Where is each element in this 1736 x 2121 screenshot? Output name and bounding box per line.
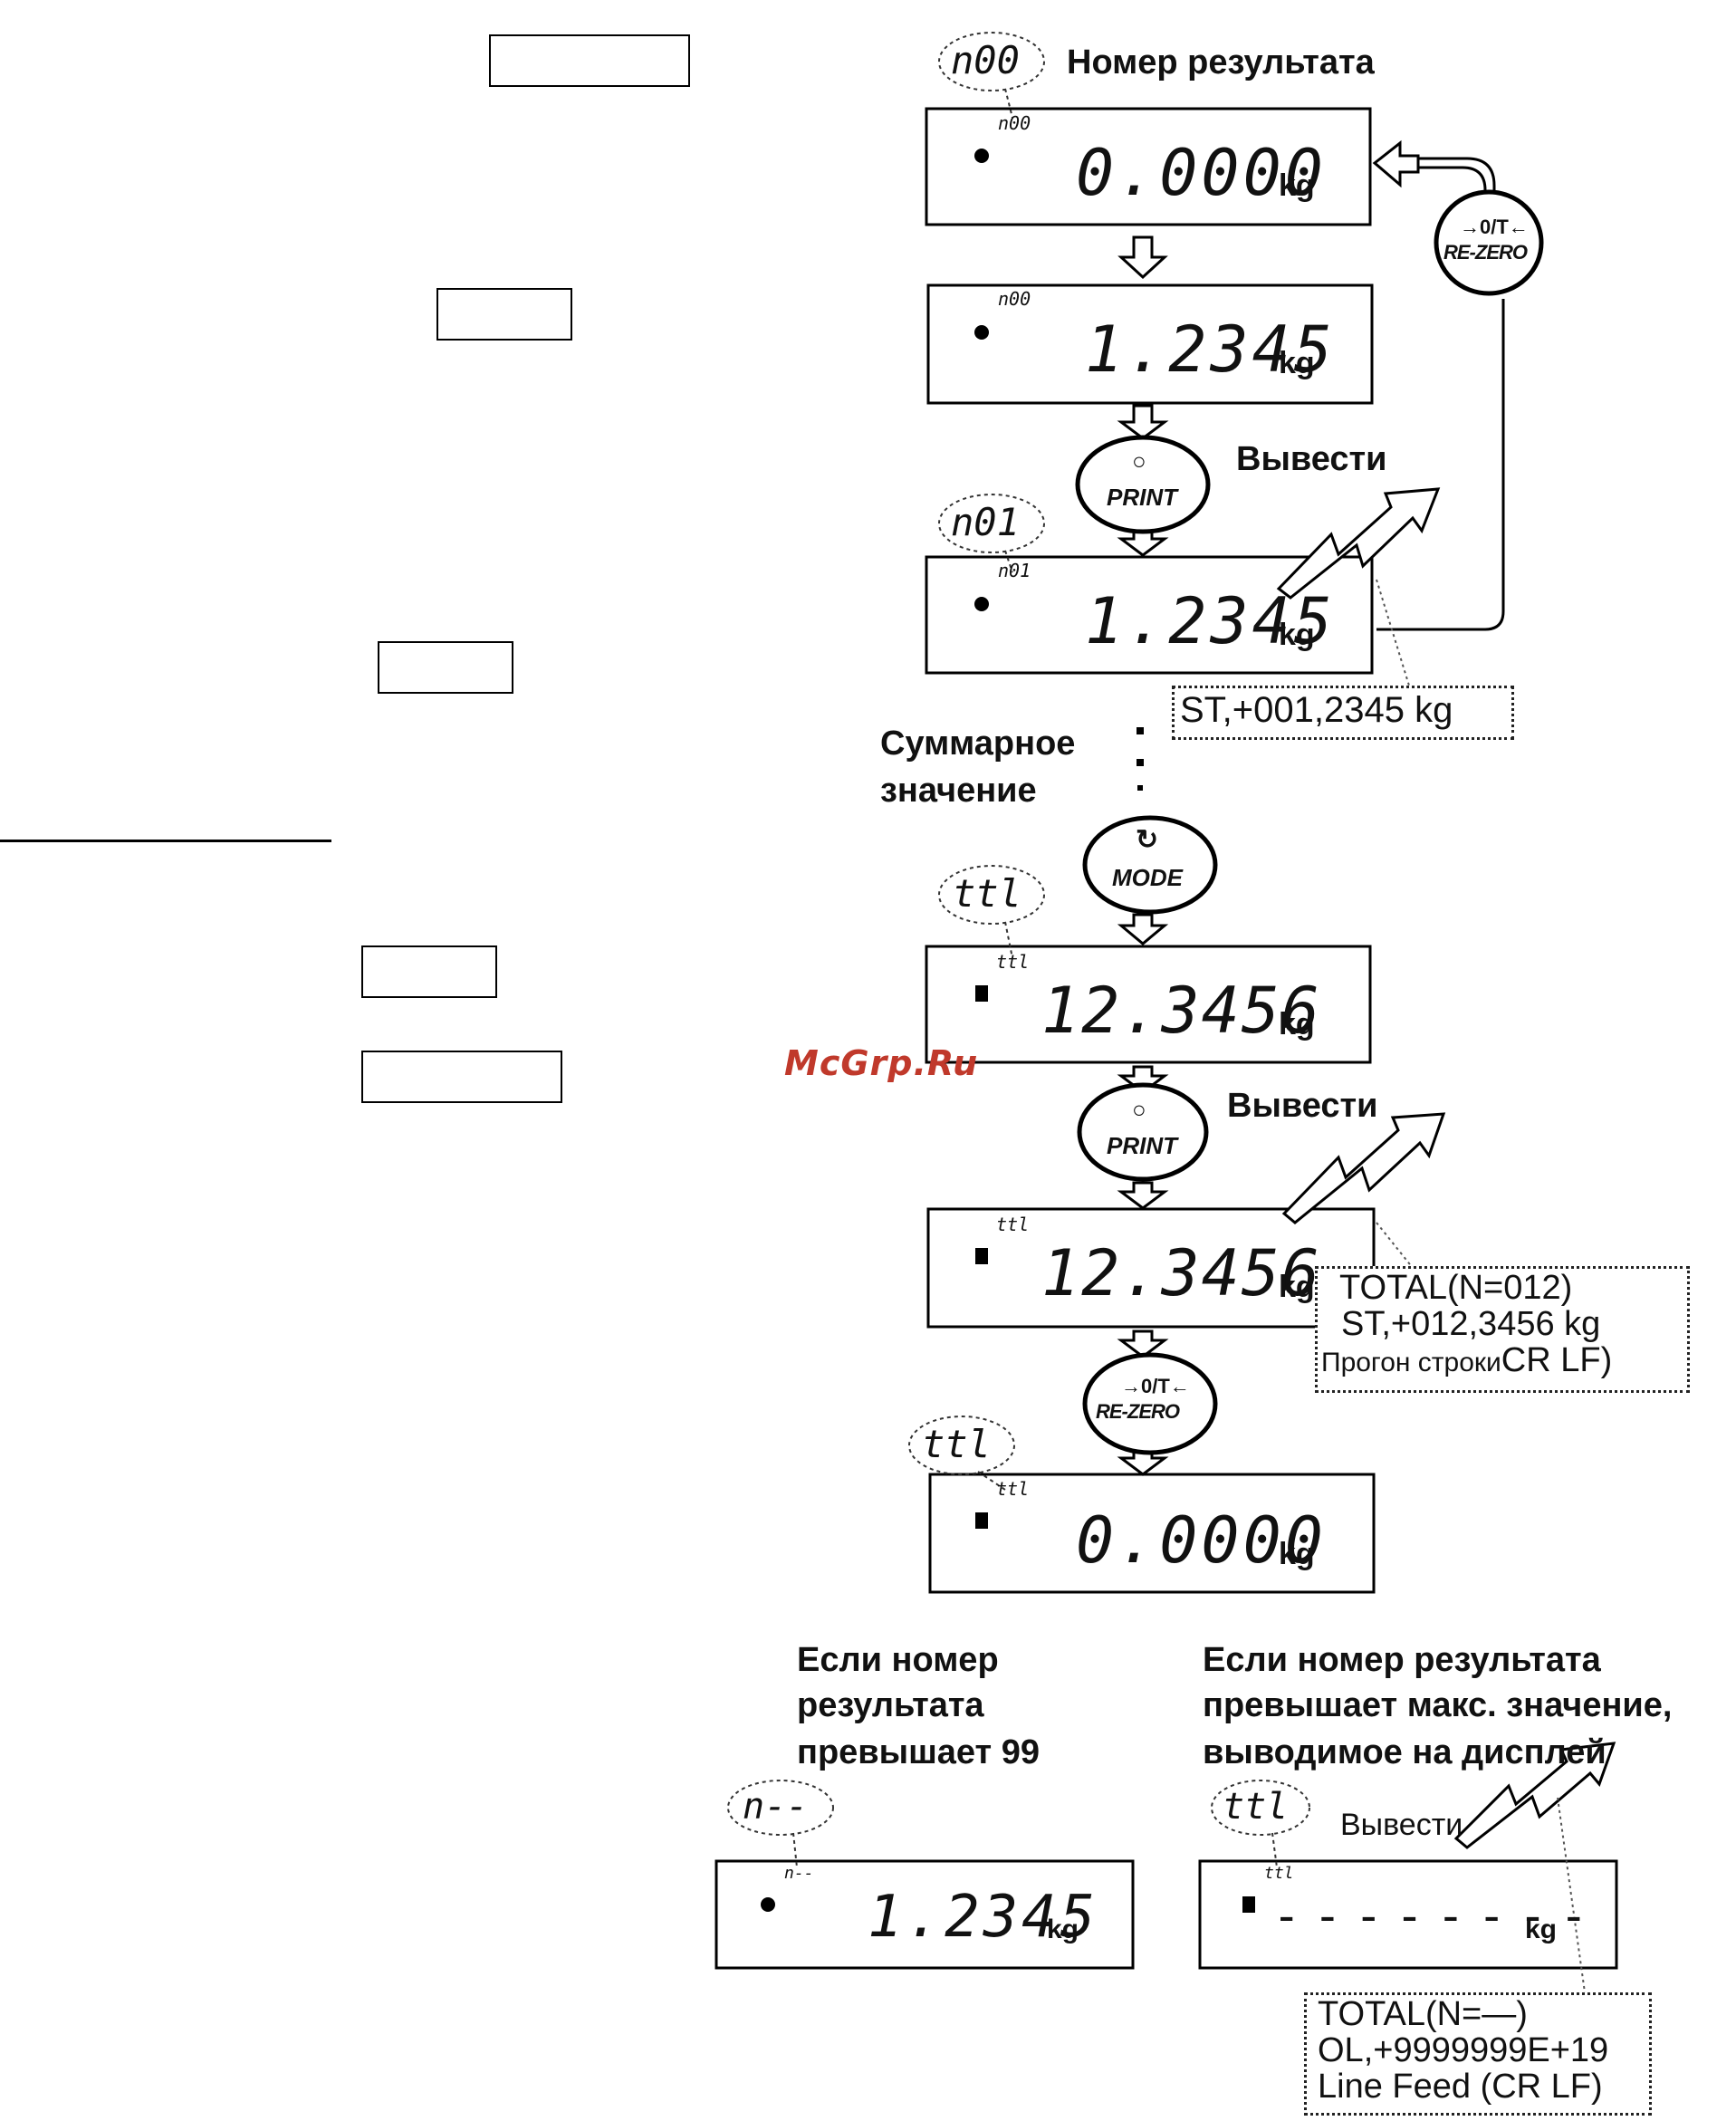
ellipsis-dots xyxy=(1137,727,1144,791)
output-2-line2: ST,+012,3456 kg xyxy=(1341,1304,1601,1343)
rezero-top-label: RE-ZERO xyxy=(1443,241,1528,264)
watermark: McGrp.Ru xyxy=(784,1043,979,1083)
rezero-button-top[interactable] xyxy=(1434,189,1544,296)
display-4-unit: kg xyxy=(1279,1007,1315,1041)
result-number-label: Номер результата xyxy=(1067,43,1375,82)
return-arrow-head xyxy=(1372,139,1420,188)
display-5-value: 12.3456 xyxy=(1041,1236,1322,1310)
display-panel-7 xyxy=(715,1859,1135,1970)
display-6-mini: ttl xyxy=(996,1478,1030,1500)
output-box-2: TOTAL(N=012) ST,+012,3456 kg Прогон стро… xyxy=(1315,1266,1690,1393)
output-label-1: Вывести xyxy=(1236,440,1387,478)
output-box-3: TOTAL(N=—) OL,+9999999E+19 Line Feed (CR… xyxy=(1304,1992,1652,2116)
blank-box-4 xyxy=(361,945,497,998)
divider-line xyxy=(0,840,331,842)
blank-box-3 xyxy=(378,641,513,694)
callout-ttl-3: ttl xyxy=(1223,1786,1289,1828)
display-1-mini: n00 xyxy=(998,112,1031,134)
display-7-mini: n-- xyxy=(784,1864,814,1883)
output-3-line3: Line Feed (CR LF) xyxy=(1318,2067,1603,2106)
display-8-value: -------- xyxy=(1272,1889,1601,1943)
total-label-line2: значение xyxy=(880,772,1037,810)
callout-n01: n01 xyxy=(951,500,1020,544)
print-button-2[interactable] xyxy=(1077,1082,1209,1182)
blank-box-1 xyxy=(489,34,690,87)
display-2-unit: kg xyxy=(1279,346,1315,380)
if99-line3: превышает 99 xyxy=(797,1733,1040,1771)
ifmax-line3: выводимое на дисплей xyxy=(1203,1733,1607,1771)
blank-box-2 xyxy=(436,288,572,341)
output-3-line2: OL,+9999999E+19 xyxy=(1318,2030,1609,2069)
if99-line2: результата xyxy=(797,1686,984,1724)
display-7-unit: kg xyxy=(1047,1915,1079,1944)
rezero-top-arrow-label: →0/T← xyxy=(1460,216,1529,238)
blank-box-5 xyxy=(361,1051,562,1103)
display-8-unit: kg xyxy=(1525,1915,1558,1944)
display-3-mini: n01 xyxy=(998,560,1031,581)
mode-icon: ↻ xyxy=(1136,825,1159,855)
mode-button[interactable] xyxy=(1082,815,1218,915)
display-5-mini: ttl xyxy=(996,1214,1030,1235)
display-4-value: 12.3456 xyxy=(1041,974,1322,1048)
display-6-unit: kg xyxy=(1279,1537,1315,1571)
ifmax-line2: превышает макс. значение, xyxy=(1203,1686,1673,1724)
mode-label: MODE xyxy=(1112,864,1183,891)
rezero-bottom-label: RE-ZERO xyxy=(1096,1400,1180,1423)
print-1-icon: ○ xyxy=(1132,447,1146,475)
output-label-3: Вывести xyxy=(1340,1808,1463,1842)
rezero-bottom-arrow-label: →0/T← xyxy=(1121,1375,1190,1397)
rezero-button-bottom[interactable] xyxy=(1082,1352,1218,1455)
output-3-line1: TOTAL(N=—) xyxy=(1318,1995,1528,2033)
display-3-value: 1.2345 xyxy=(1085,584,1336,658)
output-2-line3: Прогон строкиCR LF) xyxy=(1321,1340,1683,1379)
output-box-1: ST,+001,2345 kg xyxy=(1172,686,1514,740)
display-panel-2 xyxy=(926,283,1374,405)
display-3-unit: kg xyxy=(1279,618,1315,652)
display-2-value: 1.2345 xyxy=(1085,312,1336,387)
display-8-mini: ttl xyxy=(1264,1864,1294,1883)
print-button-1[interactable] xyxy=(1075,435,1211,534)
callout-ttl-1: ttl xyxy=(953,871,1021,916)
if99-line1: Если номер xyxy=(797,1641,999,1679)
print-2-icon: ○ xyxy=(1132,1096,1146,1123)
display-panel-1 xyxy=(925,107,1372,226)
output-2-line1: TOTAL(N=012) xyxy=(1339,1269,1573,1307)
display-2-mini: n00 xyxy=(998,288,1031,310)
print-1-label: PRINT xyxy=(1107,484,1177,511)
return-loop xyxy=(1376,157,1505,631)
callout-ellipses xyxy=(727,32,1310,1868)
callout-ttl-2: ttl xyxy=(922,1422,991,1466)
print-2-label: PRINT xyxy=(1107,1132,1177,1159)
display-1-unit: kg xyxy=(1279,168,1315,203)
display-panel-6 xyxy=(928,1473,1376,1594)
output-label-2: Вывести xyxy=(1227,1087,1378,1125)
ifmax-line1: Если номер результата xyxy=(1203,1641,1601,1679)
display-5-unit: kg xyxy=(1279,1270,1315,1304)
callout-n-dash: n-- xyxy=(743,1786,809,1828)
display-6-value: 0.0000 xyxy=(1076,1503,1327,1578)
display-1-value: 0.0000 xyxy=(1076,136,1327,210)
output-2-line3a: Прогон строки xyxy=(1321,1347,1501,1377)
leader-lines xyxy=(1376,579,1586,1993)
display-4-mini: ttl xyxy=(996,951,1030,973)
display-panel-8 xyxy=(1198,1859,1618,1970)
total-label-line1: Суммарное xyxy=(880,725,1076,763)
output-arrows xyxy=(1276,487,1616,1849)
callout-n00: n00 xyxy=(951,38,1020,82)
output-1-line1: ST,+001,2345 kg xyxy=(1180,690,1453,730)
output-2-line3b: CR LF) xyxy=(1501,1340,1613,1379)
display-panel-4 xyxy=(925,945,1372,1064)
display-7-value: 1.2345 xyxy=(868,1884,1099,1951)
